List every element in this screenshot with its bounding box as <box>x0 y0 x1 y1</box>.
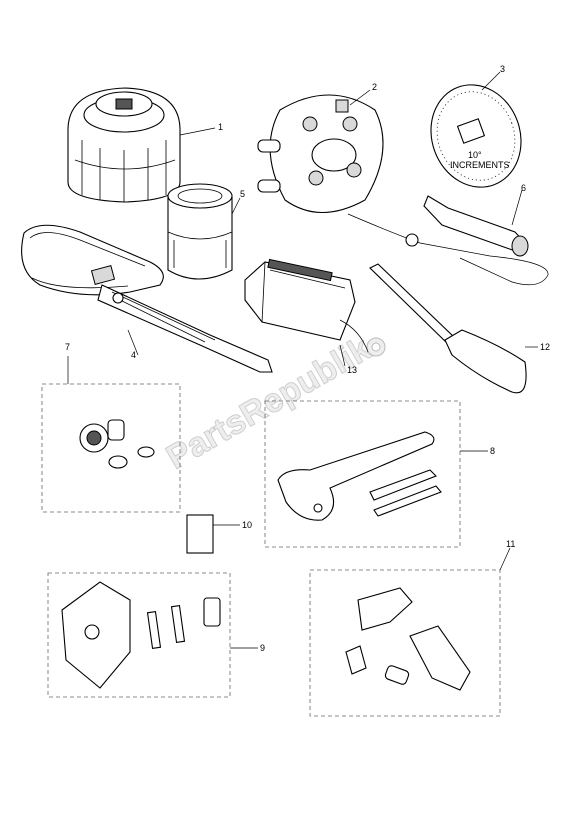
watermark-text: PartsRepublik <box>160 330 377 477</box>
callout-5: 5 <box>240 189 245 199</box>
part-12-driver-tool <box>369 263 527 394</box>
part-2-holding-plate <box>257 94 384 214</box>
part-8-group <box>264 400 461 548</box>
dial-text-2: INCREMENTS <box>450 160 510 170</box>
callout-8: 8 <box>490 446 495 456</box>
part-1-oil-filter-wrench <box>67 87 181 203</box>
callout-3: 3 <box>500 64 505 74</box>
callout-4: 4 <box>131 350 136 360</box>
callout-10: 10 <box>242 520 252 530</box>
dial-text-1: 10° <box>468 150 482 160</box>
callout-6: 6 <box>521 183 526 193</box>
part-10-shim <box>186 514 214 554</box>
part-4-strap-wrench <box>21 224 273 373</box>
part-9-group <box>47 572 231 698</box>
callout-7: 7 <box>65 342 70 352</box>
callout-1: 1 <box>218 122 223 132</box>
part-13-module <box>244 258 369 353</box>
callout-9: 9 <box>260 643 265 653</box>
callout-2: 2 <box>372 82 377 92</box>
part-6-gauge-tool <box>347 195 549 286</box>
watermark: PartsRepublik <box>160 329 386 477</box>
gear-icon <box>366 337 386 357</box>
part-7-group <box>41 383 181 513</box>
part-5-sleeve <box>167 183 233 280</box>
part-3-degree-dial: 10° INCREMENTS <box>430 84 522 188</box>
plate-studs <box>302 99 362 186</box>
callouts: 1 2 3 4 5 6 7 8 9 10 11 12 13 <box>65 64 550 653</box>
part-11-group <box>309 569 501 717</box>
callout-13: 13 <box>347 365 357 375</box>
callout-11: 11 <box>506 539 515 549</box>
callout-12: 12 <box>540 342 550 352</box>
